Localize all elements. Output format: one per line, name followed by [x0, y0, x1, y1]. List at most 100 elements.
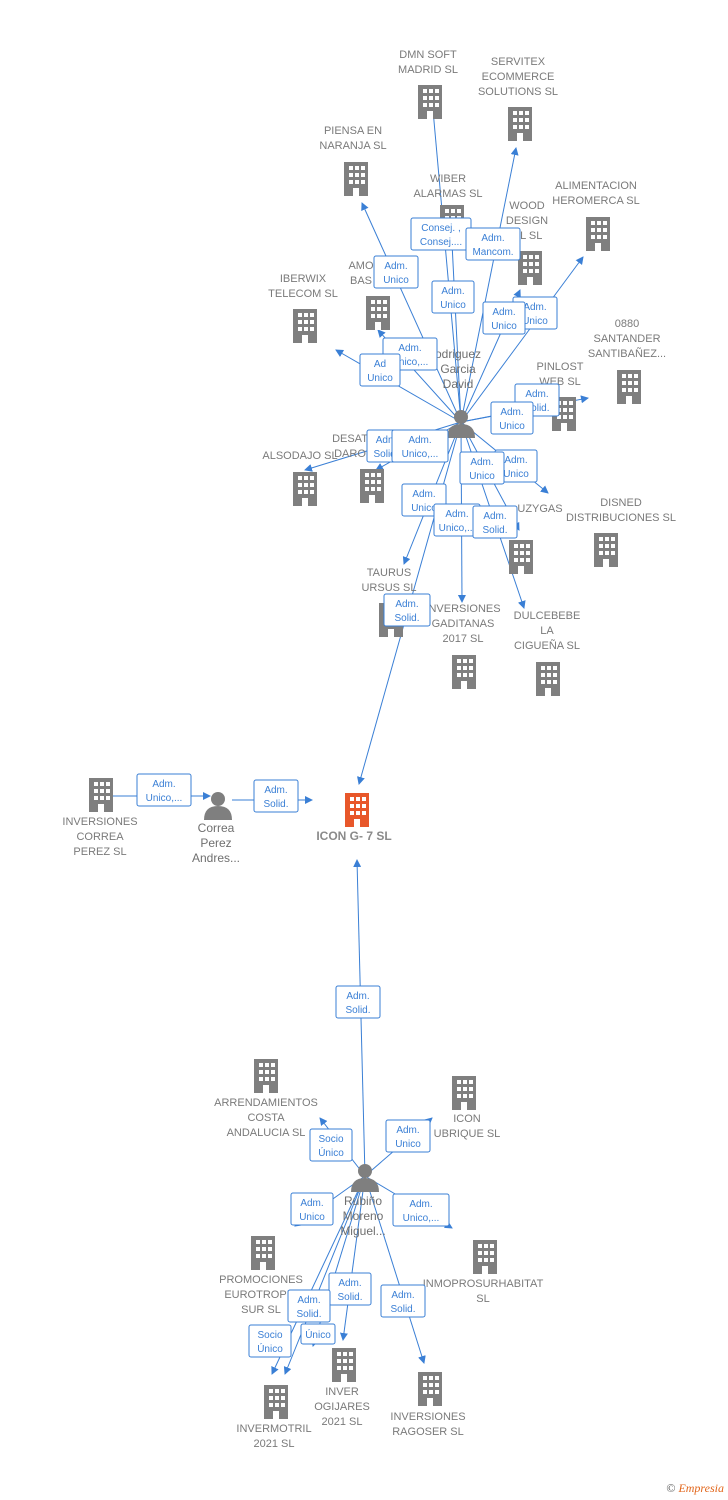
node-label-ogijares-1[interactable]: OGIJARES: [314, 1401, 370, 1413]
role-badge-1[interactable]: Adm.Mancom.: [465, 227, 521, 261]
building-icon-ragoser[interactable]: [418, 1372, 442, 1406]
node-label-dmn-1[interactable]: MADRID SL: [398, 64, 458, 76]
node-label-ogijares-2[interactable]: 2021 SL: [322, 1416, 363, 1428]
node-label-servitex-2[interactable]: SOLUTIONS SL: [478, 86, 558, 98]
role-badge-17[interactable]: Adm.Solid.: [383, 593, 431, 627]
role-badge-15[interactable]: Adm.Unico,...: [433, 503, 481, 537]
building-icon-alsodajo[interactable]: [293, 472, 317, 506]
node-label-pinlost-0[interactable]: PINLOST: [536, 361, 583, 373]
node-label-santander-2[interactable]: SANTIBAÑEZ...: [588, 347, 666, 360]
node-label-rodriguez-1[interactable]: Garcia: [440, 362, 476, 376]
role-badge-23[interactable]: Adm.Unico: [290, 1192, 334, 1226]
node-label-ubrique-1[interactable]: UBRIQUE SL: [434, 1128, 501, 1140]
node-label-promociones-2[interactable]: SUR SL: [241, 1304, 281, 1316]
role-badge-11[interactable]: Adm.Unico,...: [391, 429, 449, 463]
node-label-correa-2[interactable]: Andres...: [192, 851, 240, 865]
role-badge-26[interactable]: Adm.Solid.: [380, 1284, 426, 1318]
node-label-disned-1[interactable]: DISTRIBUCIONES SL: [566, 512, 676, 524]
brand-logo-text[interactable]: Empresia: [678, 1481, 724, 1495]
building-icon-arrendamientos[interactable]: [254, 1059, 278, 1093]
building-icon-dulcebebe[interactable]: [536, 662, 560, 696]
node-label-santander-1[interactable]: SANTANDER: [593, 333, 660, 345]
building-icon-iberwix[interactable]: [293, 309, 317, 343]
building-icon-promociones[interactable]: [251, 1236, 275, 1270]
role-badge-0[interactable]: Consej. ,Consej....: [410, 217, 472, 251]
node-label-santander-0[interactable]: 0880: [615, 318, 639, 330]
role-badge-25[interactable]: Adm.Solid.: [328, 1272, 372, 1306]
building-icon-icon[interactable]: [345, 793, 369, 827]
node-label-wood-1[interactable]: DESIGN: [506, 215, 548, 227]
node-label-ubrique-0[interactable]: ICON: [453, 1113, 481, 1125]
node-label-gaditanas-1[interactable]: GADITANAS: [432, 618, 495, 630]
node-label-wood-0[interactable]: WOOD: [509, 200, 544, 212]
building-icon-gaditanas[interactable]: [452, 655, 476, 689]
building-icon-ogijares[interactable]: [332, 1348, 356, 1382]
node-label-iberwix-1[interactable]: TELECOM SL: [268, 288, 338, 300]
node-label-ogijares-0[interactable]: INVER: [325, 1386, 359, 1398]
building-icon-piensa[interactable]: [344, 162, 368, 196]
building-icon-servitex[interactable]: [508, 107, 532, 141]
role-badge-16[interactable]: Adm.Solid.: [472, 505, 518, 539]
role-badge-28[interactable]: Único: [300, 1323, 336, 1345]
building-icon-amo[interactable]: [366, 296, 390, 330]
building-icon-desat[interactable]: [360, 469, 384, 503]
building-icon-invermotril[interactable]: [264, 1385, 288, 1419]
node-label-arrendamientos-1[interactable]: COSTA: [247, 1112, 285, 1124]
node-label-alimentacion-0[interactable]: ALIMENTACION: [555, 180, 637, 192]
node-label-amo-1[interactable]: BAS: [350, 275, 372, 287]
role-badge-13[interactable]: Adm.Unico: [459, 451, 505, 485]
role-badge-18[interactable]: Adm.Unico,...: [136, 773, 192, 807]
node-label-rubino-2[interactable]: Miguel...: [340, 1224, 385, 1238]
node-label-correa-0[interactable]: Correa: [198, 821, 235, 835]
node-label-invermotril-1[interactable]: 2021 SL: [254, 1438, 295, 1450]
node-label-iberwix-0[interactable]: IBERWIX: [280, 273, 327, 285]
building-icon-inmopro[interactable]: [473, 1240, 497, 1274]
node-label-alsodajo-0[interactable]: ALSODAJO SL: [262, 450, 337, 462]
node-label-inmopro-0[interactable]: INMOPROSURHABITAT: [423, 1278, 544, 1290]
node-label-piensa-1[interactable]: NARANJA SL: [319, 140, 386, 152]
role-badge-3[interactable]: Adm.Unico: [431, 280, 475, 314]
node-label-ragoser-1[interactable]: RAGOSER SL: [392, 1426, 464, 1438]
node-label-servitex-1[interactable]: ECOMMERCE: [482, 71, 555, 83]
building-icon-disned[interactable]: [594, 533, 618, 567]
node-label-taurus-1[interactable]: URSUS SL: [361, 582, 416, 594]
building-icon-uzygas[interactable]: [509, 540, 533, 574]
node-label-uzygas-0[interactable]: UZYGAS: [517, 503, 562, 515]
role-badge-24[interactable]: Adm.Unico,...: [392, 1193, 450, 1227]
role-badge-20[interactable]: Adm.Solid.: [335, 985, 381, 1019]
role-badge-9[interactable]: Adm.Unico: [490, 401, 534, 435]
node-label-desat-0[interactable]: DESAT: [332, 433, 368, 445]
building-icon-correa_sl[interactable]: [89, 778, 113, 812]
node-label-piensa-0[interactable]: PIENSA EN: [324, 125, 382, 137]
node-label-icon-0[interactable]: ICON G- 7 SL: [316, 829, 391, 843]
node-label-dulcebebe-1[interactable]: LA: [540, 625, 554, 637]
node-label-dulcebebe-2[interactable]: CIGUEÑA SL: [514, 639, 580, 652]
person-icon-rubino[interactable]: [351, 1164, 379, 1192]
node-label-invermotril-0[interactable]: INVERMOTRIL: [236, 1423, 311, 1435]
role-badge-27[interactable]: Adm.Solid.: [287, 1289, 331, 1323]
node-label-dulcebebe-0[interactable]: DULCEBEBE: [514, 610, 581, 622]
node-label-desat-1[interactable]: DARO: [334, 448, 366, 460]
node-label-rodriguez-0[interactable]: odriguez: [435, 347, 481, 361]
node-label-arrendamientos-2[interactable]: ANDALUCIA SL: [227, 1127, 306, 1139]
node-label-servitex-0[interactable]: SERVITEX: [491, 56, 546, 68]
node-label-wiber-1[interactable]: ALARMAS SL: [413, 188, 482, 200]
node-label-correa_sl-2[interactable]: PEREZ SL: [73, 846, 126, 858]
node-label-arrendamientos-0[interactable]: ARRENDAMIENTOS: [214, 1097, 318, 1109]
node-label-promociones-0[interactable]: PROMOCIONES: [219, 1274, 303, 1286]
node-label-correa-1[interactable]: Perez: [200, 836, 231, 850]
role-badge-19[interactable]: Adm.Solid.: [253, 779, 299, 813]
node-label-correa_sl-0[interactable]: INVERSIONES: [62, 816, 137, 828]
role-badge-2[interactable]: Adm.Unico: [373, 255, 419, 289]
node-label-amo-0[interactable]: AMO: [348, 260, 374, 272]
building-icon-wood[interactable]: [518, 251, 542, 285]
node-label-ragoser-0[interactable]: INVERSIONES: [390, 1411, 465, 1423]
node-label-inmopro-1[interactable]: SL: [476, 1293, 489, 1305]
node-label-gaditanas-0[interactable]: INVERSIONES: [425, 603, 500, 615]
building-icon-santander[interactable]: [617, 370, 641, 404]
person-icon-rodriguez[interactable]: [447, 410, 475, 438]
building-icon-ubrique[interactable]: [452, 1076, 476, 1110]
node-label-gaditanas-2[interactable]: 2017 SL: [443, 633, 484, 645]
